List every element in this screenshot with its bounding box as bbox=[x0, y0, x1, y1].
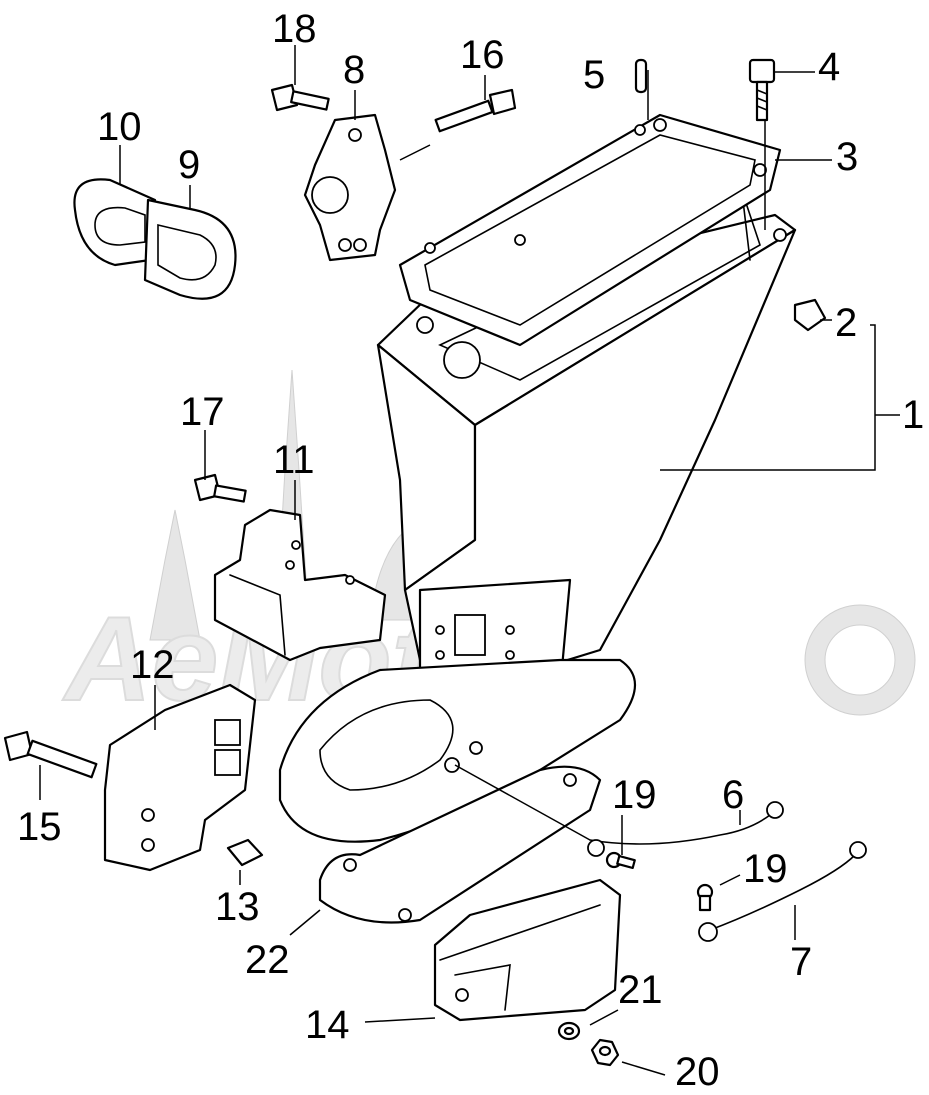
part-8-bracket bbox=[303, 113, 397, 262]
part-7-ground-wire bbox=[698, 841, 867, 942]
part-13-pin bbox=[226, 838, 264, 867]
callout-4: 4 bbox=[818, 45, 840, 89]
part-1-upper-casing bbox=[278, 173, 797, 843]
part-20-nut bbox=[590, 1038, 620, 1067]
callout-7: 7 bbox=[790, 940, 812, 984]
part-4-bolt bbox=[748, 58, 776, 122]
callout-22: 22 bbox=[245, 938, 290, 982]
callout-11: 11 bbox=[273, 438, 315, 482]
callout-2: 2 bbox=[835, 301, 857, 345]
part-2-plug bbox=[793, 298, 827, 332]
callout-20: 20 bbox=[675, 1050, 720, 1094]
callout-8: 8 bbox=[343, 48, 365, 92]
callout-12: 12 bbox=[130, 643, 175, 687]
part-3-gasket bbox=[398, 113, 782, 347]
callout-18: 18 bbox=[272, 7, 317, 51]
part-10-grommet bbox=[73, 178, 157, 267]
callout-13: 13 bbox=[215, 885, 260, 929]
part-14-cover bbox=[433, 878, 622, 1022]
part-18-bolt bbox=[270, 83, 330, 112]
part-19-screw-b bbox=[696, 883, 714, 912]
part-19-screw-a bbox=[605, 851, 636, 870]
part-21-washer bbox=[557, 1021, 581, 1041]
part-12-bracket bbox=[103, 683, 257, 872]
part-5-pin bbox=[634, 58, 648, 94]
callout-6: 6 bbox=[722, 773, 744, 817]
callout-15: 15 bbox=[17, 805, 62, 849]
part-17-bolt bbox=[193, 473, 247, 503]
leader-lines bbox=[39, 45, 900, 1076]
part-11-mount-bracket bbox=[213, 508, 387, 662]
part-15-bolt bbox=[3, 730, 98, 779]
callout-1: 1 bbox=[902, 393, 924, 437]
part-22-lower-gasket bbox=[318, 765, 602, 924]
callout-17: 17 bbox=[180, 390, 225, 434]
callout-labels: 1 2 3 4 5 6 7 8 9 10 11 12 13 14 15 16 1… bbox=[17, 7, 924, 1094]
callout-14: 14 bbox=[305, 1003, 350, 1047]
callout-19-lower: 19 bbox=[743, 847, 788, 891]
callout-5: 5 bbox=[583, 53, 605, 97]
callout-3: 3 bbox=[836, 135, 858, 179]
callout-9: 9 bbox=[178, 143, 200, 187]
callout-16: 16 bbox=[460, 33, 505, 77]
callout-10: 10 bbox=[97, 105, 142, 149]
callout-19-upper: 19 bbox=[612, 773, 657, 817]
part-6-ground-wire bbox=[587, 801, 784, 857]
callout-21: 21 bbox=[618, 968, 663, 1012]
part-9-grommet bbox=[143, 198, 237, 300]
part-16-bolt bbox=[434, 88, 517, 133]
